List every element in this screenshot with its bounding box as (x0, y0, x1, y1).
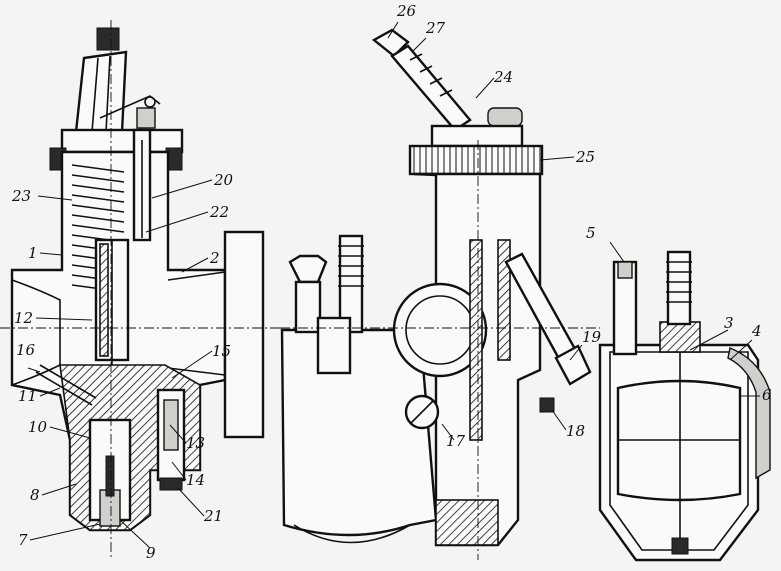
label-11: 11 (18, 387, 37, 405)
throttle-stop-screw (539, 397, 555, 413)
lid-clip (727, 347, 771, 480)
label-15: 15 (212, 342, 231, 360)
pilot-jet (163, 399, 179, 451)
throttle-bore-view (392, 282, 488, 378)
label-6: 6 (762, 386, 772, 404)
label-21: 21 (203, 507, 223, 525)
air-intake-throat (11, 279, 61, 386)
air-slide-adjuster (136, 107, 156, 129)
intake-flange (223, 230, 265, 439)
label-27: 27 (425, 19, 446, 37)
label-20: 20 (213, 171, 234, 189)
label-3: 3 (724, 314, 734, 332)
label-16: 16 (16, 341, 36, 359)
float-chamber-view (598, 250, 771, 562)
label-26: 26 (396, 2, 417, 20)
label-19: 19 (582, 328, 602, 346)
leader-lines (27, 21, 760, 549)
top-cap (430, 124, 524, 148)
slide-wall-right (497, 239, 511, 361)
label-14: 14 (186, 471, 205, 489)
label-7: 7 (18, 531, 28, 549)
part-number-labels: 23 1 12 16 11 10 8 7 9 15 13 14 21 2 22 … (11, 2, 772, 562)
label-23: 23 (11, 187, 31, 205)
pilot-jet-plug (159, 477, 183, 491)
drain-plug (671, 537, 689, 555)
label-22: 22 (209, 203, 229, 221)
tickler-body (294, 280, 322, 334)
label-24: 24 (493, 68, 513, 86)
float-lid-boss (316, 316, 352, 375)
label-10: 10 (28, 418, 48, 436)
top-wing-nut (487, 107, 523, 127)
label-25: 25 (575, 148, 595, 166)
label-13: 13 (186, 434, 205, 452)
adjusting-screw-head (554, 344, 592, 386)
float-chamber-inlet (666, 250, 692, 326)
label-4: 4 (751, 322, 762, 340)
cable-adjuster-nut (96, 27, 120, 51)
tickler-cap (288, 254, 328, 284)
label-9: 9 (146, 544, 156, 562)
label-18: 18 (566, 422, 585, 440)
mixing-chamber-cap (60, 128, 184, 154)
fuel-banjo-nut (371, 28, 410, 58)
label-5: 5 (586, 224, 596, 242)
left-sectional-view (0, 20, 280, 560)
needle-jet (105, 455, 115, 497)
cable-guide-tube (74, 50, 128, 134)
throttle-lever (99, 95, 161, 119)
label-1: 1 (28, 244, 38, 262)
middle-view (280, 28, 600, 560)
label-8: 8 (30, 486, 40, 504)
label-12: 12 (14, 309, 33, 327)
label-2: 2 (209, 249, 220, 267)
fuel-inlet-pipe (390, 44, 472, 132)
label-17: 17 (446, 432, 466, 450)
slide-wall-left (469, 239, 483, 441)
lower-hatched-base (435, 499, 499, 546)
